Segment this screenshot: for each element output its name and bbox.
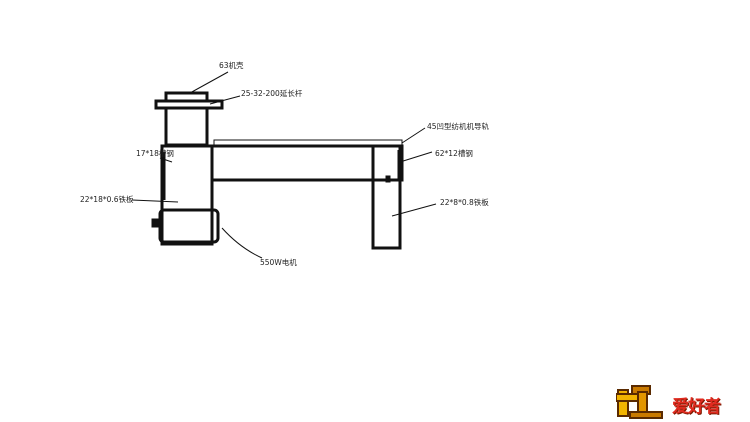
leader-extension <box>209 95 241 105</box>
label-rail: 45凹型纺机机导轨 <box>427 121 490 131</box>
right-post <box>371 144 402 250</box>
leader-slot-left <box>159 157 173 163</box>
leader-housing <box>189 71 229 94</box>
motor-shaft <box>151 218 160 228</box>
vertical-body <box>160 144 214 246</box>
post-marker <box>385 175 391 183</box>
label-extension-rod: 25-32-200延长杆 <box>241 88 303 98</box>
housing-top <box>164 91 209 103</box>
leader-rail <box>401 127 426 144</box>
label-housing: 63机壳 <box>219 60 244 70</box>
horizontal-rail <box>210 144 404 182</box>
motor-body <box>158 208 220 244</box>
label-slot-steel-right: 62*12槽钢 <box>435 148 473 158</box>
leader-slot-right <box>399 151 433 163</box>
leader-plate-right <box>391 203 437 217</box>
label-iron-plate-left: 22*18*0.6铁板 <box>80 194 134 204</box>
watermark-text: 爱好者 <box>672 397 721 417</box>
label-slot-steel-left: 17*18槽钢 <box>136 148 174 158</box>
rail-top <box>213 139 403 146</box>
leader-motor <box>221 227 263 259</box>
label-iron-plate-right: 22*8*0.8铁板 <box>440 197 489 207</box>
label-motor: 550W电机 <box>260 257 297 267</box>
watermark-logo <box>616 385 663 419</box>
leader-plate-left <box>131 199 179 203</box>
